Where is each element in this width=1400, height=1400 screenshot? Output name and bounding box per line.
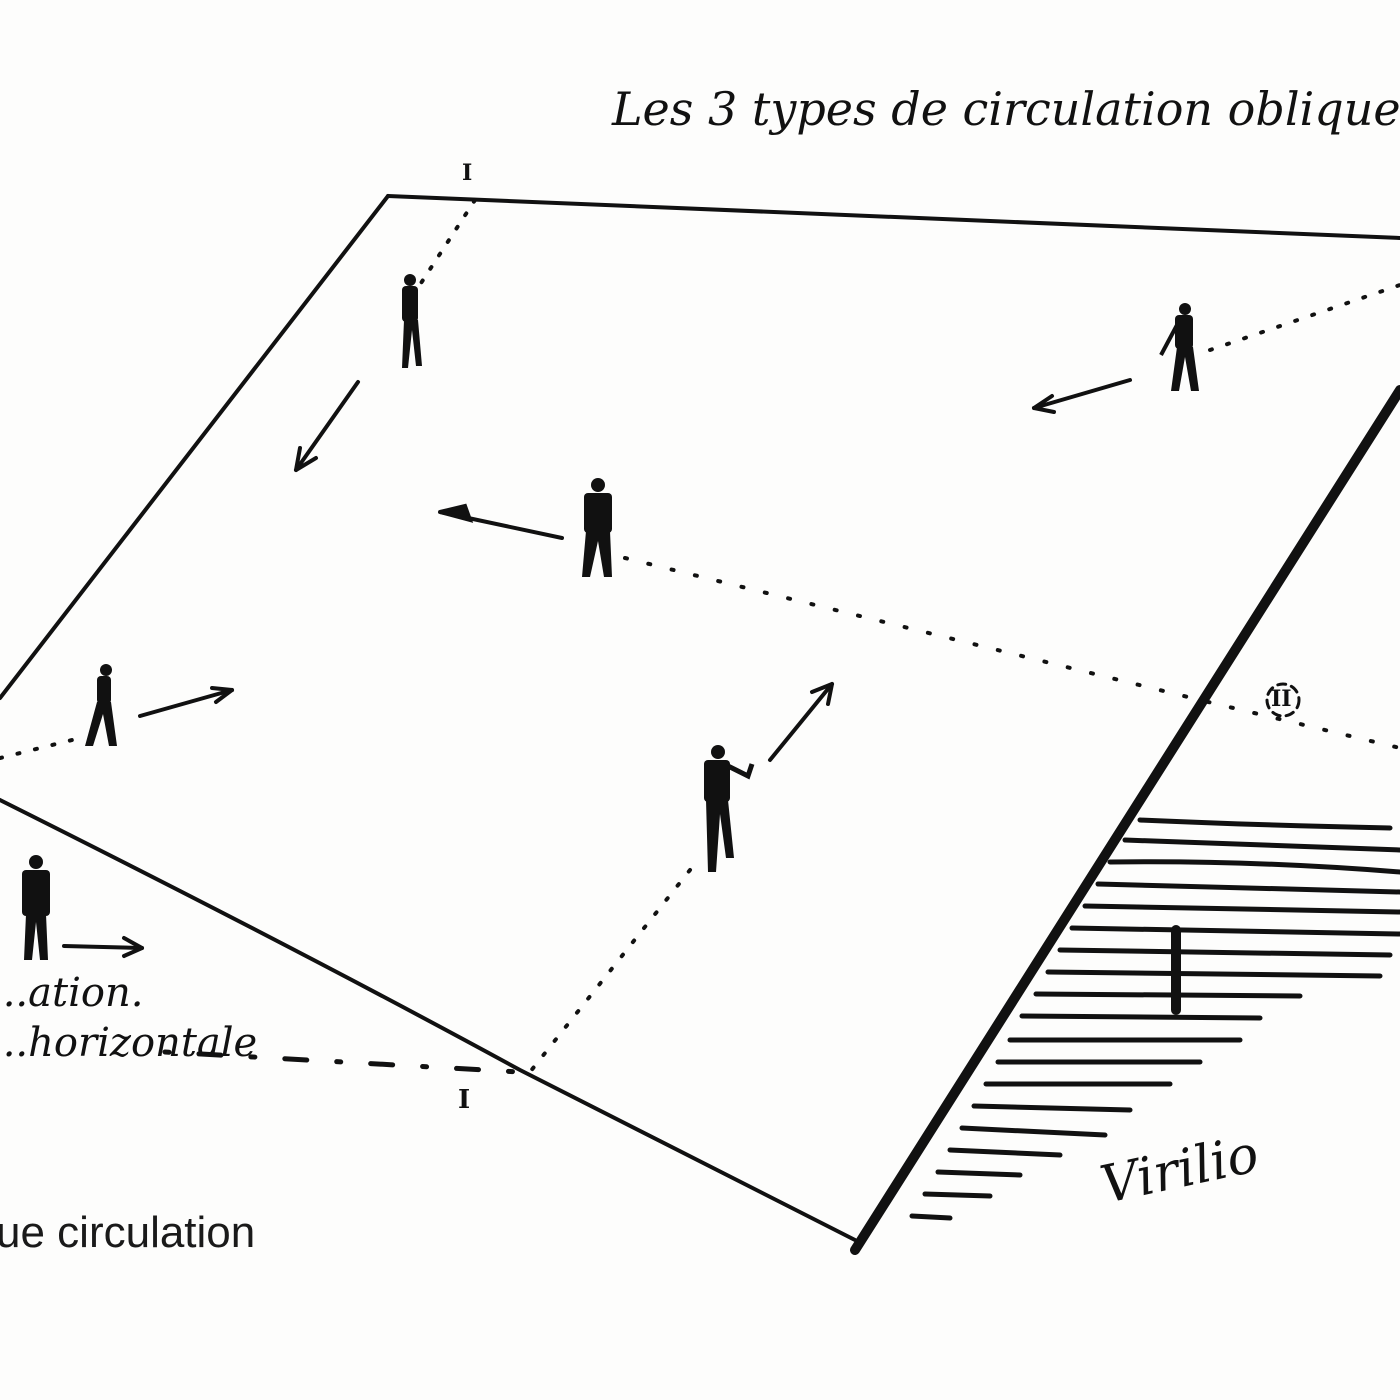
dotted-line-top bbox=[408, 198, 477, 302]
title-note: Les 3 types de circulation oblique. bbox=[612, 82, 1400, 136]
label-circle bbox=[1265, 682, 1301, 718]
label-bottom: I bbox=[458, 1085, 471, 1115]
figure bbox=[85, 664, 117, 746]
figure bbox=[582, 478, 612, 577]
plane-right-edge bbox=[850, 385, 1400, 1255]
plane-top-edge bbox=[386, 194, 1400, 240]
arrow bbox=[1032, 378, 1132, 410]
plane-left-edge bbox=[0, 194, 390, 700]
arrow bbox=[62, 944, 144, 950]
arrows bbox=[62, 378, 1132, 958]
label-right: II bbox=[1271, 686, 1292, 712]
dotted-line-left bbox=[0, 736, 82, 760]
walking-figures bbox=[22, 274, 1199, 960]
left-note-line2: ...horizontale bbox=[0, 1020, 258, 1066]
dashed-line-horizontal bbox=[162, 1049, 523, 1075]
figure bbox=[1159, 303, 1199, 391]
dotted-line-center bbox=[528, 868, 692, 1074]
arrow bbox=[138, 688, 234, 718]
figure bbox=[402, 274, 422, 368]
plane-bottom-edge bbox=[0, 798, 857, 1242]
left-note-line1: ...ation. bbox=[0, 970, 144, 1016]
label-top: I bbox=[462, 160, 473, 186]
figure bbox=[22, 855, 50, 960]
dotted-line-middle bbox=[623, 556, 1400, 750]
shadow-hatching bbox=[909, 817, 1400, 1221]
figure bbox=[704, 745, 755, 872]
arrow bbox=[768, 682, 834, 762]
arrow bbox=[294, 380, 360, 472]
dotted-line-right bbox=[1208, 283, 1400, 352]
figure-caption: ue circulation bbox=[0, 1208, 256, 1257]
